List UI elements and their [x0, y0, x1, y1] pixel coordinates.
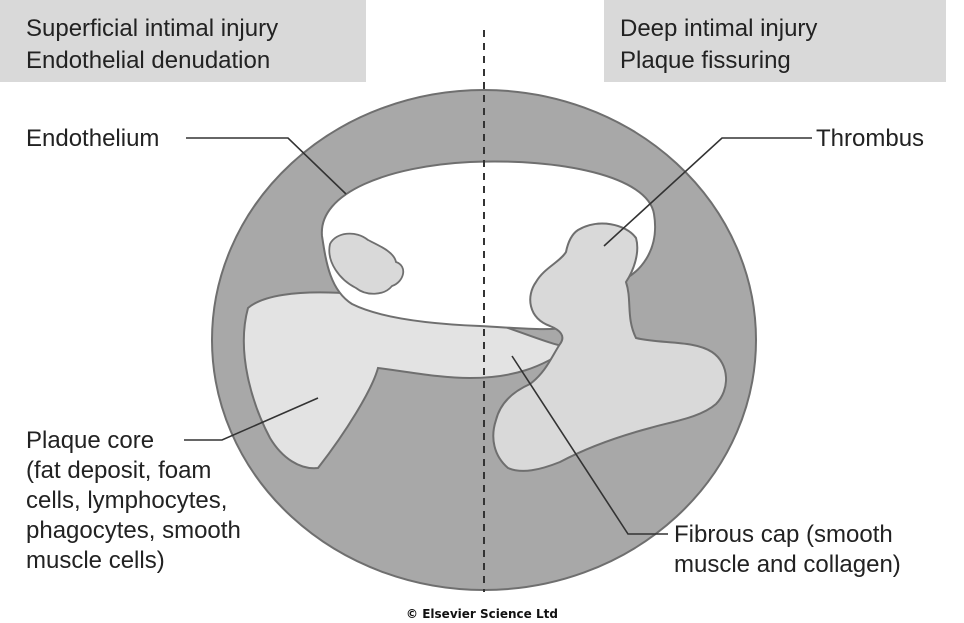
label-plaque-core: Plaque core (fat deposit, foam cells, ly…	[26, 427, 241, 574]
fibrous-cap-line1: Fibrous cap (smooth	[674, 521, 893, 548]
plaque-core-line3: cells, lymphocytes,	[26, 487, 227, 514]
label-endothelium: Endothelium	[26, 125, 159, 152]
copyright-notice: © Elsevier Science Ltd	[406, 607, 558, 621]
plaque-core-line4: phagocytes, smooth	[26, 517, 241, 544]
header-right: Deep intimal injury Plaque fissuring	[604, 0, 946, 82]
plaque-core-line1: Plaque core	[26, 427, 154, 454]
header-right-line1: Deep intimal injury	[620, 15, 817, 42]
plaque-core-line2: (fat deposit, foam	[26, 457, 211, 484]
header-right-line2: Plaque fissuring	[620, 47, 791, 74]
header-left: Superficial intimal injury Endothelial d…	[0, 0, 366, 82]
plaque-core-line5: muscle cells)	[26, 547, 165, 574]
label-thrombus: Thrombus	[816, 125, 924, 152]
label-fibrous-cap: Fibrous cap (smooth muscle and collagen)	[674, 521, 901, 578]
header-left-line1: Superficial intimal injury	[26, 15, 278, 42]
header-left-line2: Endothelial denudation	[26, 47, 270, 74]
fibrous-cap-line2: muscle and collagen)	[674, 551, 901, 578]
